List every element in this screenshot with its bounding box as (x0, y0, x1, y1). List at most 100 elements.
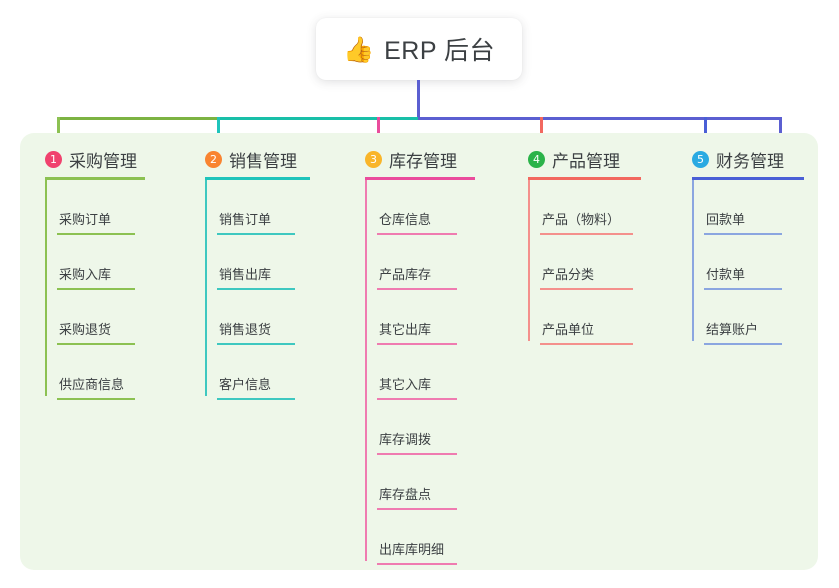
branch-item-rule (540, 288, 633, 290)
column-header-rule (45, 177, 145, 180)
branch-item-rule (377, 508, 457, 510)
branch-item-rule (704, 288, 782, 290)
drop-stub-5 (704, 117, 707, 145)
column-header-rule (365, 177, 475, 180)
branch-item-rule (217, 398, 295, 400)
branch-item-label: 结算账户 (706, 322, 759, 337)
branch-item-label: 产品库存 (379, 267, 432, 282)
column-title: 库存管理 (389, 151, 457, 171)
column-title: 采购管理 (69, 151, 137, 171)
branch-item-label: 销售订单 (219, 212, 272, 227)
drop-stub-1 (57, 117, 60, 145)
branch-item[interactable]: 客户信息 (217, 374, 295, 400)
column-trunk (205, 180, 207, 396)
column-header-3[interactable]: 3 库存管理 (365, 147, 475, 171)
branch-item-rule (704, 343, 782, 345)
branch-item[interactable]: 产品分类 (540, 264, 633, 290)
branch-item-label: 供应商信息 (59, 377, 125, 392)
branch-item-label: 出库库明细 (379, 542, 445, 557)
branch-item[interactable]: 库存调拨 (377, 429, 457, 455)
branch-item[interactable]: 采购入库 (57, 264, 135, 290)
branch-item[interactable]: 采购订单 (57, 209, 135, 235)
column-trunk (365, 180, 367, 561)
branch-item-rule (540, 233, 633, 235)
branch-item-label: 销售出库 (219, 267, 272, 282)
branch-item-rule (377, 398, 457, 400)
branch-item-rule (57, 288, 135, 290)
column-number-badge: 5 (692, 150, 709, 168)
branch-item-label: 仓库信息 (379, 212, 432, 227)
bus-right-elbow (779, 117, 782, 139)
branch-item-label: 付款单 (706, 267, 746, 282)
branch-item[interactable]: 出库库明细 (377, 539, 457, 565)
branch-item-label: 回款单 (706, 212, 746, 227)
column-header-4[interactable]: 4 产品管理 (528, 147, 641, 171)
branch-item-rule (217, 233, 295, 235)
branch-column-3: 3 库存管理仓库信息产品库存其它出库其它入库库存调拨库存盘点出库库明细 (365, 147, 475, 565)
column-header-rule (528, 177, 641, 180)
branch-item-rule (704, 233, 782, 235)
branch-item[interactable]: 销售出库 (217, 264, 295, 290)
column-title: 财务管理 (716, 151, 784, 171)
drop-stub-4 (540, 117, 543, 145)
column-number-badge: 2 (205, 150, 222, 168)
branch-item-label: 产品（物料） (542, 212, 621, 227)
branch-column-5: 5 财务管理回款单付款单结算账户 (692, 147, 804, 345)
branch-item[interactable]: 付款单 (704, 264, 782, 290)
bus-segment-green (57, 117, 217, 120)
branch-column-4: 4 产品管理产品（物料） 产品分类产品单位 (528, 147, 641, 345)
column-header-rule (692, 177, 804, 180)
branch-item-rule (377, 343, 457, 345)
root-node[interactable]: 👍 ERP 后台 (316, 18, 522, 80)
branch-item-label: 其它出库 (379, 322, 432, 337)
column-trunk (692, 180, 694, 341)
branch-item[interactable]: 结算账户 (704, 319, 782, 345)
branch-item-rule (57, 233, 135, 235)
branch-item-rule (217, 343, 295, 345)
column-trunk (528, 180, 530, 341)
branch-item[interactable]: 供应商信息 (57, 374, 135, 400)
thumbs-up-icon: 👍 (342, 34, 375, 64)
branch-item-label: 其它入库 (379, 377, 432, 392)
column-title: 产品管理 (552, 151, 620, 171)
branch-item[interactable]: 销售退货 (217, 319, 295, 345)
column-number-badge: 4 (528, 150, 545, 168)
branch-item-label: 产品分类 (542, 267, 595, 282)
column-header-1[interactable]: 1 采购管理 (45, 147, 145, 171)
column-header-5[interactable]: 5 财务管理 (692, 147, 804, 171)
branch-item[interactable]: 其它入库 (377, 374, 457, 400)
branch-item[interactable]: 产品库存 (377, 264, 457, 290)
branch-item-rule (377, 233, 457, 235)
branch-item[interactable]: 其它出库 (377, 319, 457, 345)
branch-column-1: 1 采购管理采购订单采购入库采购退货供应商信息 (45, 147, 145, 400)
column-trunk (45, 180, 47, 396)
branch-item-rule (377, 563, 457, 565)
branch-item-rule (377, 288, 457, 290)
branch-item[interactable]: 销售订单 (217, 209, 295, 235)
branch-item-label: 库存盘点 (379, 487, 432, 502)
branch-item-rule (540, 343, 633, 345)
branch-item-label: 采购入库 (59, 267, 112, 282)
branch-item-label: 产品单位 (542, 322, 595, 337)
branch-item-rule (377, 453, 457, 455)
branch-item[interactable]: 采购退货 (57, 319, 135, 345)
drop-stub-3 (377, 117, 380, 145)
column-number-badge: 3 (365, 150, 382, 168)
column-number-badge: 1 (45, 150, 62, 168)
root-stem (417, 80, 420, 120)
branch-item-rule (217, 288, 295, 290)
branch-item[interactable]: 回款单 (704, 209, 782, 235)
branch-item-label: 采购退货 (59, 322, 112, 337)
branch-item[interactable]: 产品单位 (540, 319, 633, 345)
branch-item[interactable]: 库存盘点 (377, 484, 457, 510)
branch-item[interactable]: 仓库信息 (377, 209, 457, 235)
root-node-title: ERP 后台 (384, 37, 496, 65)
branch-item-label: 客户信息 (219, 377, 272, 392)
branch-item-rule (57, 398, 135, 400)
branch-item[interactable]: 产品（物料） (540, 209, 633, 235)
branch-item-label: 采购订单 (59, 212, 112, 227)
bus-segment-blue (418, 117, 782, 120)
